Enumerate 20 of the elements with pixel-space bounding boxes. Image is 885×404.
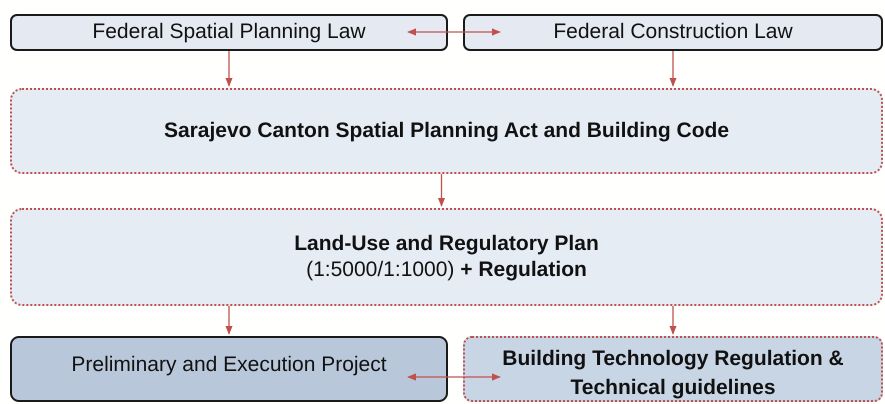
arrow <box>225 306 233 335</box>
arrow <box>669 306 677 335</box>
box-label: Sarajevo Canton Spatial Planning Act and Building Code <box>164 118 730 144</box>
box-label: Federal Construction Law <box>553 19 793 46</box>
arrow <box>669 51 677 87</box>
box-label: Building Technology Regulation & Technical guidelines <box>501 346 845 402</box>
arrow <box>438 174 446 207</box>
arrow <box>407 373 501 381</box>
box-label: Federal Spatial Planning Law <box>92 19 366 46</box>
process-box <box>10 88 883 174</box>
process-box <box>10 14 448 51</box>
process-box <box>10 208 883 306</box>
arrow <box>225 51 233 87</box>
process-box <box>10 336 448 402</box>
box-label: Preliminary and Execution Project <box>71 352 387 378</box>
box-label: Land-Use and Regulatory Plan <box>294 230 599 257</box>
box-sublabel: (1:5000/1:1000) + Regulation <box>306 257 587 283</box>
process-box <box>463 14 883 51</box>
process-box <box>463 336 883 402</box>
arrow <box>407 28 501 36</box>
